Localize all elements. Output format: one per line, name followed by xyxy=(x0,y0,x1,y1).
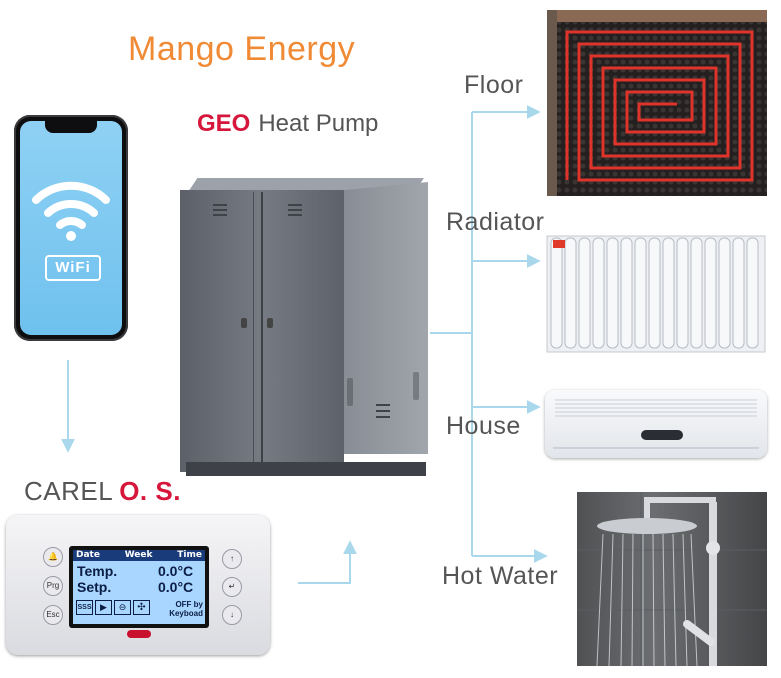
up-button[interactable]: ↑ xyxy=(222,549,242,569)
air-conditioner-image xyxy=(545,390,767,458)
pump-latch xyxy=(267,318,273,328)
hot-water-label: Hot Water xyxy=(442,562,559,590)
pump-vent xyxy=(376,416,390,418)
pump-door-seam xyxy=(253,192,254,468)
sss-icon: SSS xyxy=(76,600,93,615)
temp-label: Temp. xyxy=(77,563,118,579)
alarm-button[interactable]: 🔔 xyxy=(43,547,63,567)
phone-notch xyxy=(45,121,97,133)
pump-vent xyxy=(288,214,302,216)
play-icon: ▶ xyxy=(95,600,112,615)
controller-to-pump-arrow xyxy=(298,540,357,584)
pump-door-seam xyxy=(261,192,263,468)
wifi-icon xyxy=(32,181,110,241)
lcd-week-label: Week xyxy=(124,550,153,560)
brand-title: Mango Energy xyxy=(128,30,356,68)
lcd-status-text: OFF by Keyboad xyxy=(160,600,203,618)
lcd-date-label: Date xyxy=(76,550,100,560)
fan-icon: ✣ xyxy=(133,600,150,615)
pump-latch xyxy=(241,318,247,328)
pump-vent xyxy=(288,209,302,211)
lcd-time-label: Time xyxy=(177,550,202,560)
lcd-status-line2: Keyboad xyxy=(169,609,203,618)
pump-vent xyxy=(288,204,302,206)
pump-base xyxy=(186,462,426,476)
controller-os: O. S. xyxy=(119,476,181,506)
wifi-badge: WiFi xyxy=(45,255,101,281)
controller-brand: CAREL xyxy=(24,476,114,506)
prg-button[interactable]: Prg xyxy=(43,576,63,596)
shower-image xyxy=(577,492,767,666)
pump-vent xyxy=(376,404,390,406)
product-title: GEO Heat Pump xyxy=(197,110,378,138)
pump-pipe-fitting xyxy=(413,372,419,400)
esc-button[interactable]: Esc xyxy=(43,605,63,625)
underfloor-heating-image xyxy=(547,10,767,196)
radiator-label: Radiator xyxy=(446,208,545,236)
shower-head-icon xyxy=(577,492,767,666)
down-button[interactable]: ↓ xyxy=(222,605,242,625)
pump-vent xyxy=(213,209,227,211)
lcd-setp-row: Setp. xyxy=(77,579,111,595)
phone-screen xyxy=(20,121,122,335)
lcd-setp-value: 0.0°C xyxy=(158,579,194,595)
compressor-icon: ⊖ xyxy=(114,600,131,615)
lcd-status-icons: SSS ▶ ⊖ ✣ xyxy=(76,600,150,615)
enter-button[interactable]: ↵ xyxy=(222,577,242,597)
product-accent: GEO xyxy=(197,110,251,137)
product-name: Heat Pump xyxy=(258,110,379,137)
pump-pipe-fitting xyxy=(347,378,353,406)
carel-logo xyxy=(127,630,151,638)
lcd-temp-value: 0.0°C xyxy=(158,563,194,579)
house-label: House xyxy=(446,412,521,440)
pump-side-panel xyxy=(344,182,428,454)
floor-label: Floor xyxy=(464,71,524,99)
underfloor-pipes-icon xyxy=(547,10,767,196)
pump-vent xyxy=(213,214,227,216)
pump-vent xyxy=(376,410,390,412)
radiator-image xyxy=(545,232,767,354)
setp-label: Setp. xyxy=(77,579,112,595)
radiator-icon xyxy=(546,235,766,353)
air-conditioner-icon xyxy=(553,399,759,449)
lcd-header: Date Week Time xyxy=(73,550,205,561)
pump-vent xyxy=(213,204,227,206)
lcd-temp-row: Temp. xyxy=(77,563,117,579)
lcd-status-line1: OFF by xyxy=(175,600,203,609)
